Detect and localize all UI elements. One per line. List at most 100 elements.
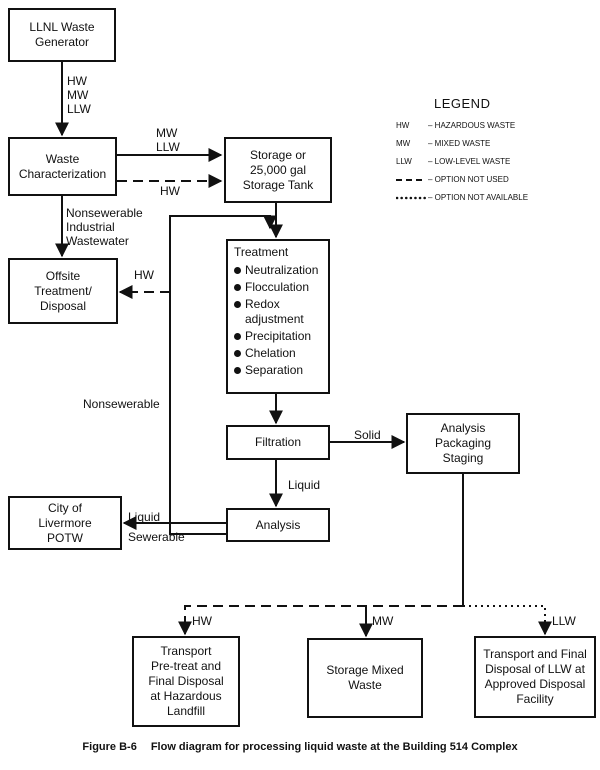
city-line-1: City of xyxy=(47,500,82,515)
hazardous-line-5: Landfill xyxy=(166,704,206,718)
treatment-item: Separation xyxy=(234,363,318,378)
dashed-line-icon xyxy=(396,179,426,181)
generator-line-1: LLNL Waste xyxy=(29,20,95,34)
label-branch-hw: HW xyxy=(192,614,212,628)
bullet-icon xyxy=(234,333,241,340)
label-branch-llw: LLW xyxy=(552,614,576,628)
figure-caption: Figure B-6 Flow diagram for processing li… xyxy=(0,741,600,753)
box-storage-mixed-waste: Storage Mixed Waste xyxy=(307,638,423,718)
label-mw: MW xyxy=(67,88,89,102)
box-waste-characterization: Waste Characterization xyxy=(8,137,117,196)
treatment-title: Treatment xyxy=(234,245,289,259)
llw-line-4: Facility xyxy=(516,692,554,706)
characterization-line-1: Waste xyxy=(45,151,80,166)
storage-line-1: Storage or xyxy=(249,147,307,162)
treatment-list: Neutralization Flocculation Redox adjust… xyxy=(234,263,318,380)
llw-line-1: Transport and Final xyxy=(483,647,587,661)
packaging-line-3: Staging xyxy=(442,451,484,465)
box-transport-llw: Transport and Final Disposal of LLW at A… xyxy=(474,636,596,718)
offsite-line-2: Treatment/ xyxy=(34,283,92,298)
label-llw: LLW xyxy=(67,102,91,116)
characterization-line-2: Characterization xyxy=(18,166,107,181)
label-to-offsite-hw: HW xyxy=(134,268,154,282)
bullet-icon xyxy=(234,350,241,357)
legend-entry-hw: HW – HAZARDOUS WASTE xyxy=(390,117,600,135)
label-nonsewerable: Nonsewerable xyxy=(83,397,160,411)
legend-entry-llw: LLW – LOW-LEVEL WASTE xyxy=(390,153,600,171)
mixed-line-2: Waste xyxy=(348,678,382,692)
label-branch-mw: MW xyxy=(372,614,394,628)
legend-desc: – MIXED WASTE xyxy=(428,139,491,148)
legend-desc: – LOW-LEVEL WASTE xyxy=(428,157,511,166)
legend-abbr: MW xyxy=(396,139,411,148)
legend-desc: – OPTION NOT AVAILABLE xyxy=(428,193,529,202)
hazardous-line-3: Final Disposal xyxy=(148,674,224,688)
generator-line-2: Generator xyxy=(34,35,90,49)
figure-number: Figure B-6 xyxy=(82,741,137,753)
treatment-item-label: Chelation xyxy=(245,346,296,360)
bullet-icon xyxy=(234,301,241,308)
analysis-label: Analysis xyxy=(255,517,301,532)
llw-line-2: Disposal of LLW at xyxy=(485,662,585,676)
branch-llw-dotted xyxy=(463,605,552,636)
label-char-to-storage: MW LLW xyxy=(156,126,180,154)
bullet-icon xyxy=(234,367,241,374)
label-liquid-city: Liquid xyxy=(128,510,161,524)
treatment-item: Precipitation xyxy=(234,329,318,344)
offsite-line-1: Offsite xyxy=(45,268,81,283)
label-mw: MW xyxy=(156,126,178,140)
label-char-to-offsite: Nonsewerable Industrial Wastewater xyxy=(66,206,143,248)
box-treatment: Treatment Neutralization Flocculation Re… xyxy=(226,239,330,394)
storage-line-2: 25,000 gal xyxy=(249,162,307,177)
hazardous-line-1: Transport xyxy=(160,644,212,658)
box-filtration: Filtration xyxy=(226,425,330,460)
offsite-line-3: Disposal xyxy=(39,298,87,313)
hazardous-line-2: Pre-treat and xyxy=(150,659,222,673)
treatment-item: Flocculation xyxy=(234,280,318,295)
packaging-line-2: Packaging xyxy=(434,436,492,450)
mixed-line-1: Storage Mixed xyxy=(326,663,404,677)
bullet-icon xyxy=(234,267,241,274)
branch-hw-dashed xyxy=(178,605,463,636)
storage-line-3: Storage Tank xyxy=(242,177,314,192)
bullet-icon xyxy=(234,284,241,291)
label-llw: LLW xyxy=(156,140,180,154)
label-sewerable: Sewerable xyxy=(128,530,185,544)
treatment-item: Chelation xyxy=(234,346,318,361)
label-solid: Solid xyxy=(354,428,381,442)
label-char-to-storage-dashed: HW xyxy=(160,184,180,198)
legend: LEGEND HW – HAZARDOUS WASTE MW – MIXED W… xyxy=(390,96,600,207)
legend-desc: – HAZARDOUS WASTE xyxy=(428,121,516,130)
legend-desc: – OPTION NOT USED xyxy=(428,175,509,184)
box-storage-tank: Storage or 25,000 gal Storage Tank xyxy=(224,137,332,203)
box-transport-hazardous: Transport Pre-treat and Final Disposal a… xyxy=(132,636,240,727)
legend-entry-dotted: – OPTION NOT AVAILABLE xyxy=(390,189,600,207)
hazardous-line-4: at Hazardous xyxy=(150,689,222,703)
llw-line-3: Approved Disposal xyxy=(484,677,586,691)
filtration-label: Filtration xyxy=(254,435,301,449)
box-analysis: Analysis xyxy=(226,508,330,542)
label-line: Industrial xyxy=(66,220,115,234)
box-city-of-livermore: City of Livermore POTW xyxy=(8,496,122,550)
city-line-2: Livermore xyxy=(38,515,92,530)
treatment-item: Redox adjustment xyxy=(234,297,318,327)
packaging-line-1: Analysis xyxy=(440,421,486,435)
legend-title: LEGEND xyxy=(434,96,491,111)
box-offsite-treatment: Offsite Treatment/ Disposal xyxy=(8,258,118,324)
legend-abbr: HW xyxy=(396,121,410,130)
label-gen-to-char: HW MW LLW xyxy=(67,74,91,116)
treatment-item-label: Neutralization xyxy=(245,263,319,277)
label-line: Wastewater xyxy=(66,234,129,248)
label-line: Nonsewerable xyxy=(66,206,143,220)
legend-abbr: LLW xyxy=(396,157,412,166)
dotted-line-icon xyxy=(396,196,426,200)
legend-entry-dashed: – OPTION NOT USED xyxy=(390,171,600,189)
treatment-item-label: Precipitation xyxy=(245,329,312,343)
box-waste-generator: LLNL Waste Generator xyxy=(8,8,116,62)
treatment-item-label: Redox adjustment xyxy=(245,297,304,326)
label-hw: HW xyxy=(67,74,87,88)
figure-title: Flow diagram for processing liquid waste… xyxy=(150,741,518,753)
box-analysis-packaging-staging: Analysis Packaging Staging xyxy=(406,413,520,474)
treatment-item-label: Flocculation xyxy=(245,280,310,294)
